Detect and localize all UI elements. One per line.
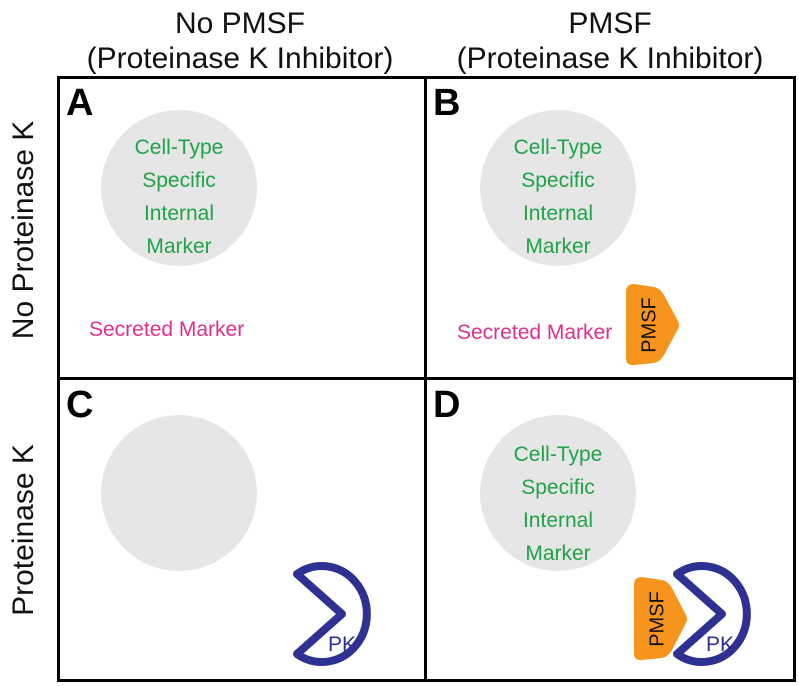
row-header-proteinase-k: Proteinase K (7, 444, 40, 616)
marker-line: Internal (522, 509, 594, 532)
cell-circle-d (480, 415, 636, 571)
pmsf-label: PMSF (646, 591, 668, 647)
marker-line: Marker (146, 235, 212, 258)
row-header-no-proteinase-k: No Proteinase K (7, 120, 40, 340)
marker-line: Internal (522, 202, 594, 225)
column-header-pmsf: PMSF (Proteinase K Inhibitor) (425, 6, 795, 76)
marker-line: Specific (142, 169, 216, 192)
marker-line: Specific (521, 476, 595, 499)
pmsf-triangle-icon: PMSF (634, 577, 687, 661)
panel-letter-b: B (433, 82, 461, 124)
marker-line: Marker (525, 235, 591, 258)
internal-marker-a: Cell-Type Specific Internal Marker (101, 131, 257, 263)
panel-letter-d: D (433, 384, 461, 426)
enzyme-label: PK (706, 633, 734, 656)
cell-circle-b (480, 110, 636, 266)
marker-line: Cell-Type (134, 136, 224, 159)
cell-circle-a (101, 110, 257, 266)
grid-horizontal-divider (57, 377, 796, 380)
column-header-line1: No PMSF (174, 7, 306, 40)
column-header-line2: (Proteinase K Inhibitor) (86, 42, 394, 75)
marker-line: Cell-Type (513, 443, 603, 466)
pacman-enzyme-icon: PK (673, 562, 751, 666)
enzyme-label: PK (328, 633, 356, 656)
internal-marker-b: Cell-Type Specific Internal Marker (480, 131, 636, 263)
pmsf-triangle-icon: PMSF (626, 284, 679, 366)
internal-marker-d: Cell-Type Specific Internal Marker (480, 438, 636, 570)
marker-line: Marker (525, 542, 591, 565)
cell-circle-c (101, 415, 257, 571)
panel-letter-c: C (66, 384, 94, 426)
column-header-line1: PMSF (568, 7, 652, 40)
marker-line: Specific (521, 169, 595, 192)
pmsf-label: PMSF (638, 297, 660, 353)
secreted-marker-a: Secreted Marker (89, 318, 245, 341)
marker-line: Internal (143, 202, 215, 225)
secreted-marker-b: Secreted Marker (457, 321, 613, 344)
marker-line: Cell-Type (513, 136, 603, 159)
column-header-no-pmsf: No PMSF (Proteinase K Inhibitor) (55, 6, 425, 76)
pacman-enzyme-icon: PK (293, 562, 371, 666)
panel-letter-a: A (66, 82, 94, 124)
column-header-line2: (Proteinase K Inhibitor) (456, 42, 764, 75)
